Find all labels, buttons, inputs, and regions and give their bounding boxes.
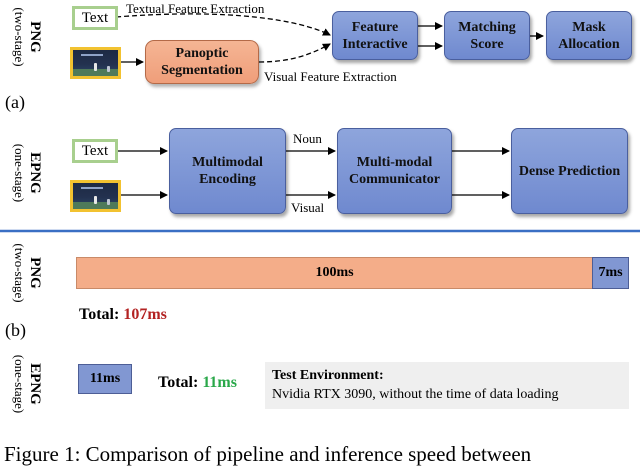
png-text-chip-label: Text (81, 9, 109, 26)
epng-label-main-b: EPNG (27, 363, 43, 405)
png-image-thumbnail (70, 47, 121, 79)
panoptic-segmentation-box: Panoptic Segmentation (145, 40, 259, 84)
env-text: Nvidia RTX 3090, without the time of dat… (272, 387, 559, 402)
png-row-label-bottom: PNG (two-stage) (12, 233, 43, 313)
png-total: Total: 107ms (79, 306, 167, 324)
photo-scoreboard-2 (81, 187, 103, 189)
epng-row-label-top: EPNG (one-stage) (12, 123, 43, 223)
section-a-label: (a) (5, 92, 25, 112)
png-text-input: Text (72, 6, 118, 30)
png-label-main: PNG (27, 21, 43, 53)
png-matching-time-bar: 7ms (592, 257, 629, 289)
png-segmentation-time-bar: 100ms (76, 257, 593, 289)
png-row-label-top: PNG (two-stage) (12, 0, 43, 77)
epng-total: Total: 11ms (158, 374, 237, 392)
multimodal-encoding-box: Multimodal Encoding (169, 128, 286, 214)
textual-feature-arrow (115, 13, 331, 36)
epng-label-sub-b: (one-stage) (12, 354, 27, 414)
dense-prediction-box: Dense Prediction (511, 128, 628, 214)
epng-total-label: Total: (158, 374, 199, 391)
photo-player-2 (107, 66, 110, 72)
epng-label-main: EPNG (27, 152, 43, 194)
epng-text-input: Text (72, 139, 118, 163)
dense-prediction-label: Dense Prediction (518, 163, 621, 179)
photo-player-4 (107, 199, 110, 205)
env-title: Test Environment: (272, 368, 384, 383)
png-label-main-b: PNG (27, 257, 43, 289)
photo-field (73, 69, 118, 76)
epng-bar-label: 11ms (89, 371, 121, 386)
png-total-label: Total: (79, 306, 120, 323)
matching-score-label: Matching Score (458, 19, 516, 52)
figure-caption: Figure 1: Comparison of pipeline and inf… (4, 442, 532, 466)
epng-row-label-bottom: EPNG (one-stage) (12, 334, 43, 434)
multimodal-communicator-label: Multi-modal Communicator (349, 155, 440, 187)
multimodal-encoding-label: Multimodal Encoding (192, 155, 263, 187)
photo-player-3 (94, 196, 97, 204)
png-total-value: 107ms (123, 306, 167, 323)
noun-label: Noun (293, 131, 322, 146)
photo-field-2 (73, 202, 118, 209)
panoptic-segmentation-label: Panoptic Segmentation (161, 46, 243, 78)
png-label-sub-b: (two-stage) (12, 243, 27, 303)
multimodal-communicator-box: Multi-modal Communicator (337, 128, 452, 214)
epng-label-sub: (one-stage) (12, 143, 27, 203)
png-bar-main-label: 100ms (315, 265, 354, 280)
png-label-sub: (two-stage) (12, 7, 27, 67)
epng-time-bar: 11ms (78, 364, 132, 394)
feature-interactive-label: Feature Interactive (342, 19, 408, 52)
matching-score-box: Matching Score (444, 11, 530, 60)
epng-image-thumbnail (70, 180, 121, 212)
test-environment-box: Test Environment: Nvidia RTX 3090, witho… (265, 362, 629, 409)
textual-feature-label: Textual Feature Extraction (126, 1, 265, 16)
epng-total-value: 11ms (202, 374, 237, 391)
feature-interactive-box: Feature Interactive (332, 11, 418, 60)
photo-scoreboard (81, 54, 103, 56)
png-bar-tail-label: 7ms (598, 265, 623, 280)
photo-player (94, 63, 97, 71)
mask-allocation-box: Mask Allocation (546, 11, 632, 60)
epng-text-chip-label: Text (81, 142, 109, 159)
visual-feature-label: Visual Feature Extraction (264, 69, 397, 84)
visual-label: Visual (291, 200, 325, 215)
visual-feature-arrow (258, 43, 331, 63)
mask-allocation-label: Mask Allocation (558, 19, 620, 52)
section-b-label: (b) (5, 320, 26, 340)
